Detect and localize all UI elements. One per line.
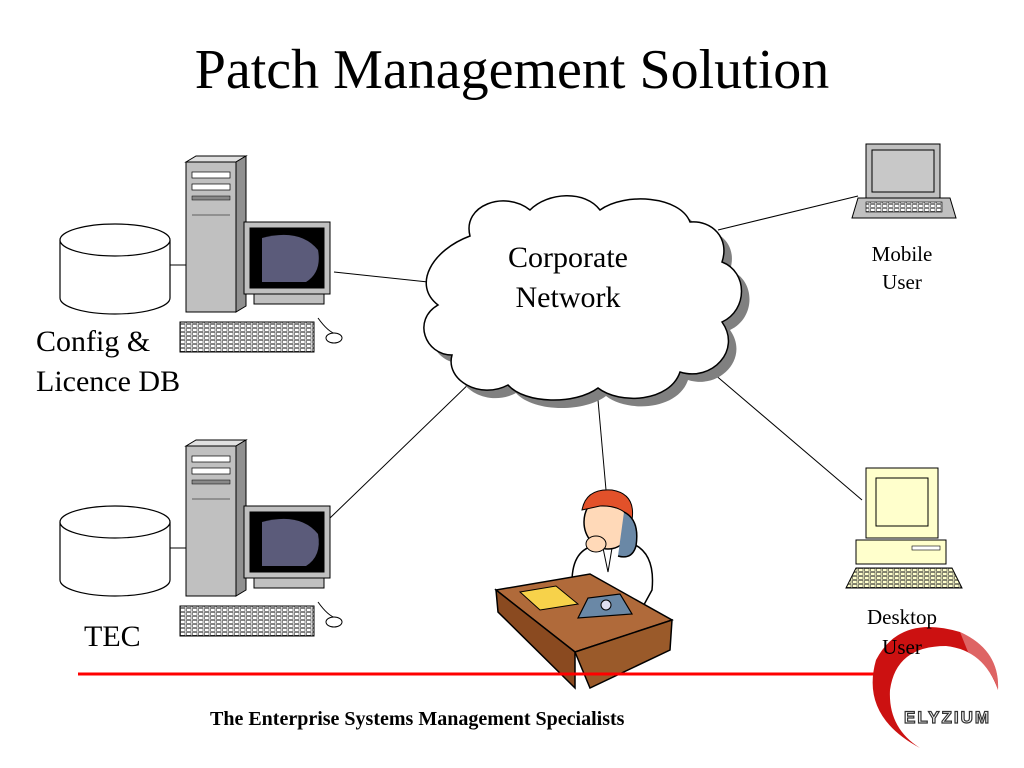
tec-label: TEC: [84, 620, 141, 653]
link-config-to-network: [333, 271, 429, 283]
desktop-user-label: Desktop User: [852, 602, 952, 662]
server-workstation-icon: [179, 155, 343, 353]
brand-wordmark: ELYZIUM: [903, 707, 992, 727]
cloud-icon: [423, 195, 750, 409]
desktop-pc-icon: [845, 467, 963, 589]
desktop-user-label-line1: Desktop: [867, 605, 937, 629]
link-tec-to-network: [329, 377, 476, 519]
laptop-icon: [851, 143, 957, 219]
elyzium-logo-icon: [872, 626, 999, 748]
network-label-line1: Corporate: [508, 241, 628, 274]
mobile-user-label-line2: User: [882, 270, 922, 294]
config-db-label-line2: Licence DB: [36, 365, 181, 398]
footer-tagline: The Enterprise Systems Management Specia…: [210, 708, 625, 730]
network-label-line2: Network: [515, 281, 621, 314]
connection-lines: [170, 195, 863, 549]
link-network-to-mobile: [717, 195, 859, 231]
mobile-user-label: Mobile User: [852, 240, 952, 296]
database-icon: [59, 223, 171, 315]
server-workstation-icon: [179, 439, 343, 637]
desktop-user-label-line2: User: [882, 635, 922, 659]
network-label: Corporate Network: [488, 238, 648, 318]
helpdesk-person-icon: [494, 489, 674, 690]
config-db-label-line1: Config &: [36, 325, 151, 358]
link-network-to-helpdesk: [597, 399, 607, 491]
link-network-to-desktop: [699, 361, 863, 501]
database-icon: [59, 505, 171, 597]
slide-title: Patch Management Solution: [194, 39, 830, 101]
config-db-label: Config & Licence DB: [36, 322, 180, 402]
mobile-user-label-line1: Mobile: [871, 242, 933, 266]
